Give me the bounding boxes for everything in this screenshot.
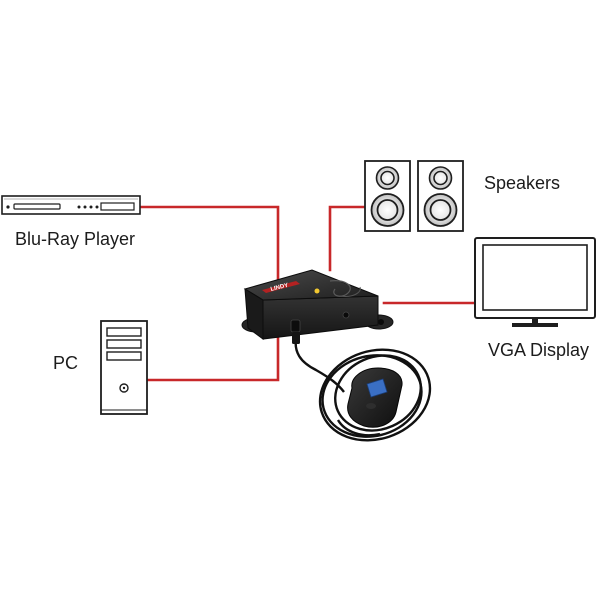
remote-control-icon: [347, 367, 403, 428]
blu-ray-player-icon: [1, 195, 141, 215]
speakers-label: Speakers: [484, 173, 561, 193]
switch-brand-logo: LINDY: [270, 283, 289, 293]
status-led: [314, 288, 320, 294]
speaker-icon-left: [364, 160, 411, 232]
pc-label: PC: [53, 353, 79, 373]
blu-ray-player-label: Blu-Ray Player: [15, 229, 136, 249]
cable-bluray-to-switch: [139, 205, 280, 284]
monitor-icon: [474, 237, 596, 327]
matrix-switch-box: LINDY: [241, 269, 394, 344]
pc-tower-icon: [100, 320, 148, 415]
cable-speakers-to-switch: [328, 205, 367, 272]
speaker-icon-right: [417, 160, 464, 232]
remote-cable: [294, 337, 432, 442]
vga-display-label: VGA Display: [488, 340, 590, 360]
remote-screen: [366, 378, 388, 398]
cable-pc-to-switch: [145, 335, 280, 382]
cables: [139, 205, 477, 382]
